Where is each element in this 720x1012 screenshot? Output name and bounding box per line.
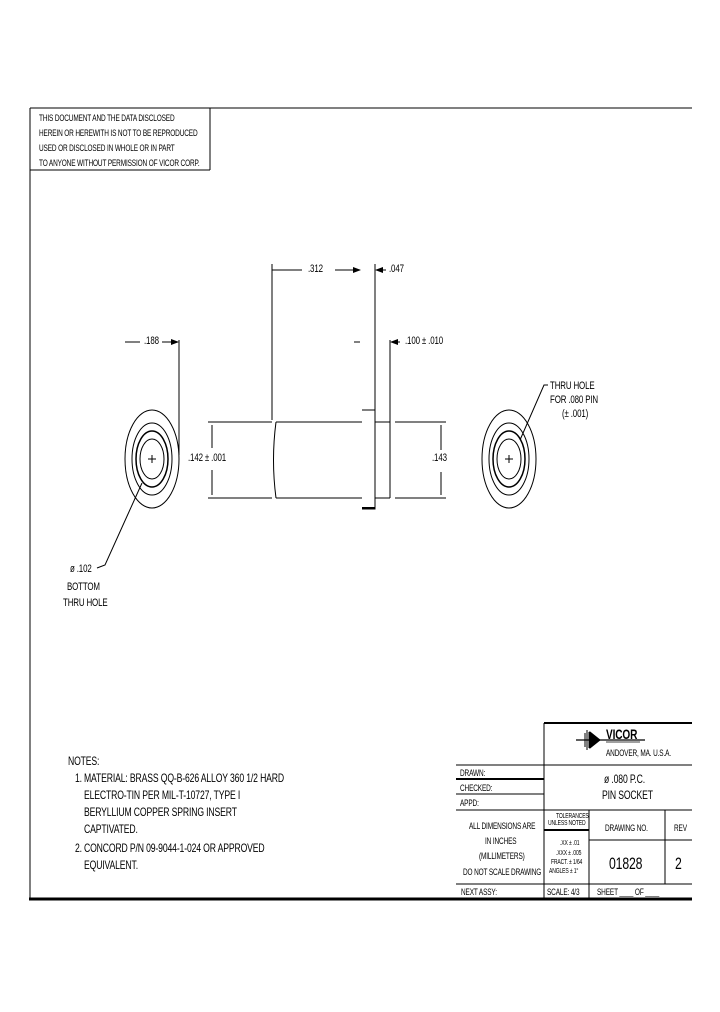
company-name: VICOR: [606, 726, 638, 742]
disclaimer-line: USED OR DISCLOSED IN WHOLE OR IN PART: [39, 143, 175, 153]
left-circles: [124, 409, 180, 509]
scale-label: SCALE: 4/3: [547, 887, 580, 897]
dimension-142: .142 ± .001: [188, 452, 227, 464]
callout-line: THRU HOLE: [550, 380, 595, 392]
callout-line: FOR .080 PIN: [550, 394, 599, 406]
disclaimer-line: TO ANYONE WITHOUT PERMISSION OF VICOR CO…: [39, 158, 200, 168]
appd-label: APPD:: [460, 798, 479, 808]
company-location: ANDOVER, MA. U.S.A.: [606, 748, 671, 758]
sheet-label: SHEET ____ OF ____: [597, 887, 660, 897]
callout-line: (± .001): [562, 408, 589, 420]
notes-title: NOTES:: [68, 754, 100, 768]
callout-line: ø .102: [70, 563, 92, 575]
next-assy-label: NEXT ASSY:: [461, 887, 497, 897]
drawing-title-line1: ø .080 P.C.: [604, 772, 646, 786]
drawing-no-label: DRAWING NO.: [605, 823, 648, 833]
dimension-100: .100 ± .010: [405, 335, 444, 347]
note-line: MATERIAL: BRASS QQ-B-626 ALLOY 360 1/2 H…: [84, 771, 284, 785]
vicor-logo-icon: [576, 730, 645, 750]
note-number: 2.: [75, 841, 82, 855]
tolerance-value: .XXX ± .005: [556, 850, 582, 857]
dimension-143: .143: [432, 452, 447, 464]
tolerances-header: UNLESS NOTED: [548, 820, 586, 827]
note-line: CONCORD P/N 09-9044-1-024 OR APPROVED: [84, 841, 265, 855]
disclaimer-line: HEREIN OR HEREWITH IS NOT TO BE REPRODUC…: [39, 128, 198, 138]
tolerances-header: TOLERANCES: [556, 813, 589, 820]
note-number: 1.: [75, 771, 82, 785]
dims-note-line: IN INCHES: [485, 836, 517, 846]
dims-note-line: (MILLIMETERS): [479, 851, 525, 861]
disclaimer-line: THIS DOCUMENT AND THE DATA DISCLOSED: [39, 113, 175, 123]
dimension-047: .047: [389, 263, 404, 275]
drawn-label: DRAWN:: [460, 768, 486, 778]
drawing-number: 01828: [609, 854, 643, 873]
dimension-312: .312: [308, 263, 323, 275]
dims-note-line: DO NOT SCALE DRAWING: [463, 867, 542, 877]
note-line: EQUIVALENT.: [84, 858, 138, 872]
note-line: BERYLLIUM COPPER SPRING INSERT: [84, 805, 237, 819]
checked-label: CHECKED:: [460, 783, 493, 793]
tolerance-value: .XX ± .01: [560, 840, 580, 847]
revision-number: 2: [675, 854, 682, 873]
drawing-title-line2: PIN SOCKET: [602, 788, 653, 802]
callout-line: THRU HOLE: [63, 597, 108, 609]
dimension-188: .188: [144, 335, 159, 347]
rev-label: REV: [674, 823, 687, 833]
callout-line: BOTTOM: [67, 581, 100, 593]
note-line: ELECTRO-TIN PER MIL-T-10727, TYPE I: [84, 788, 241, 802]
tolerance-value: FRACT. ± 1/64: [551, 859, 583, 866]
tolerance-value: ANGLES ± 1°: [549, 868, 579, 875]
dims-note-line: ALL DIMENSIONS ARE: [469, 821, 536, 831]
note-line: CAPTIVATED.: [84, 822, 138, 836]
right-circles: [481, 409, 537, 509]
